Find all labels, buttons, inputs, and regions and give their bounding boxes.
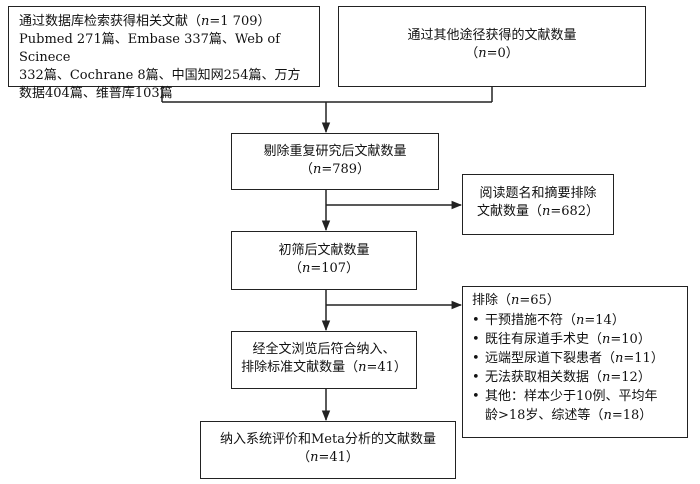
fulltext-line1: 经全文浏览后符合纳入、 [252, 342, 396, 357]
other-sources-box: 通过其他途径获得的文献数量 （n=0） [338, 6, 646, 87]
initial-screen-line1: 初筛后文献数量 [278, 243, 370, 258]
other-sources-count: （n=0） [465, 46, 519, 61]
exclusion-list: 干预措施不符（n=14） 既往有尿道手术史（n=10） 远端型尿道下裂患者（n=… [472, 311, 687, 425]
dedup-line1: 剔除重复研究后文献数量 [263, 144, 407, 159]
included-box: 纳入系统评价和Meta分析的文献数量 （n=41） [200, 421, 456, 479]
exclusion-title: 排除（n=65） [472, 293, 560, 308]
db-search-line4: 数据404篇、维普库103篇 [19, 86, 173, 101]
title-abstract-count: 文献数量（n=682） [476, 204, 600, 219]
exclusion-item: 干预措施不符（n=14） [472, 311, 687, 330]
exclusion-item: 无法获取相关数据（n=12） [472, 368, 687, 387]
dedup-box: 剔除重复研究后文献数量 （n=789） [231, 133, 439, 190]
dedup-count: （n=789） [299, 162, 371, 177]
fulltext-box: 经全文浏览后符合纳入、 排除标准文献数量（n=41） [231, 331, 417, 389]
db-search-line2: Pubmed 271篇、Embase 337篇、Web of Scinece [19, 32, 281, 65]
initial-screen-box: 初筛后文献数量 （n=107） [231, 231, 417, 290]
included-count: （n=41） [297, 450, 359, 465]
title-abstract-line1: 阅读题名和摘要排除 [479, 186, 597, 201]
db-search-line3: 332篇、Cochrane 8篇、中国知网254篇、万方 [19, 68, 301, 83]
title-abstract-exclusion-box: 阅读题名和摘要排除 文献数量（n=682） [462, 174, 614, 235]
db-search-line1: 通过数据库检索获得相关文献（n=1 709） [19, 14, 271, 29]
included-line1: 纳入系统评价和Meta分析的文献数量 [220, 432, 436, 447]
initial-screen-count: （n=107） [288, 261, 360, 276]
fulltext-count: 排除标准文献数量（n=41） [241, 360, 407, 375]
exclusion-reasons-box: 排除（n=65） 干预措施不符（n=14） 既往有尿道手术史（n=10） 远端型… [462, 286, 688, 438]
exclusion-item: 远端型尿道下裂患者（n=11） [472, 349, 687, 368]
exclusion-item: 既往有尿道手术史（n=10） [472, 330, 687, 349]
db-search-box: 通过数据库检索获得相关文献（n=1 709） Pubmed 271篇、Embas… [8, 6, 320, 101]
other-sources-line1: 通过其他途径获得的文献数量 [407, 28, 577, 43]
